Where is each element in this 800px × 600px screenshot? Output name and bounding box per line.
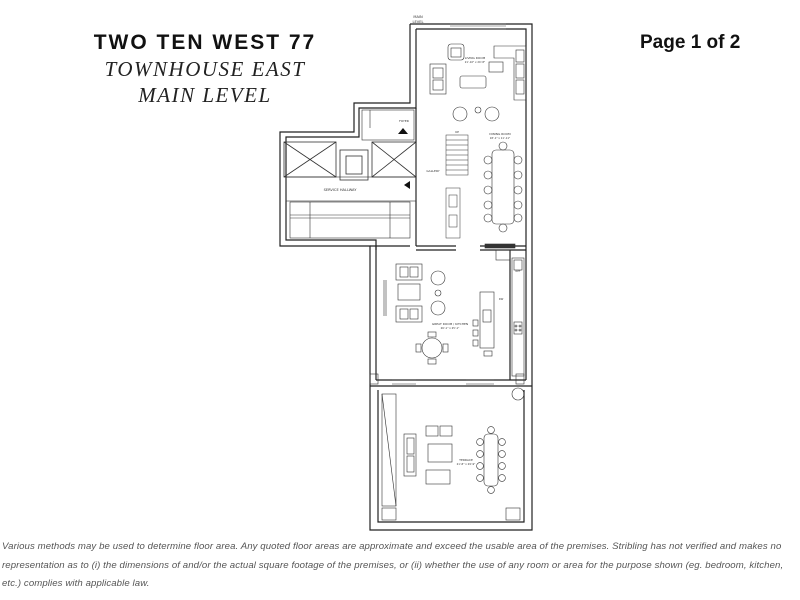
- living-room-label: LIVING ROOM: [465, 56, 486, 60]
- subtitle-unit: TOWNHOUSE EAST: [104, 57, 306, 81]
- dining-room-furniture: [483, 141, 523, 249]
- level-label-main: MAIN: [413, 15, 423, 19]
- foyer-label: FOYER: [399, 119, 409, 123]
- page-indicator: Page 1 of 2: [640, 32, 741, 53]
- terrace-dim: 21'-8" x 29'-9": [457, 462, 476, 466]
- terrace-furniture: [381, 387, 525, 521]
- living-room-dim: 21'-10" x 20'-8": [465, 60, 485, 64]
- disclaimer: Various methods may be used to determine…: [2, 541, 784, 589]
- entry-arrow-icon: [404, 181, 410, 189]
- floor-plan-drawing: SERVICE HALLWAY FOYER UP GALLERY MAIN LE…: [279, 15, 533, 531]
- top-window: [450, 23, 506, 30]
- great-room-furniture: [383, 249, 525, 377]
- dining-room-dim: 18'-1" x 11'-11": [490, 136, 510, 140]
- ref-label: REF: [516, 269, 521, 273]
- great-room-doors: [369, 373, 525, 385]
- level-label-level: LEVEL: [412, 20, 423, 24]
- page-title: TWO TEN WEST 77: [93, 31, 317, 54]
- up-label: UP: [455, 130, 459, 134]
- subtitle-level: MAIN LEVEL: [138, 83, 272, 107]
- great-room-dim: 26'-1" x 25'-1": [441, 326, 460, 330]
- floor-plan: SERVICE HALLWAY FOYER UP GALLERY MAIN LE…: [270, 10, 550, 535]
- great-room-label: GREAT ROOM / KITCHEN: [432, 322, 468, 326]
- foyer-arrow-icon: [398, 128, 408, 134]
- dw-label: DW: [499, 297, 504, 301]
- living-room-furniture: [429, 43, 527, 122]
- title-block: TWO TEN WEST 77 TOWNHOUSE EAST MAIN LEVE…: [60, 30, 350, 108]
- foyer: [361, 109, 415, 141]
- elevators: [283, 141, 417, 181]
- gallery-label: GALLERY: [426, 169, 440, 173]
- service-hallway-label: SERVICE HALLWAY: [324, 188, 358, 192]
- gallery-stairs: [445, 134, 469, 239]
- dining-room-label: DINING ROOM: [489, 132, 511, 136]
- service-hallway: [285, 176, 417, 239]
- terrace-label: TERRACE: [458, 458, 473, 462]
